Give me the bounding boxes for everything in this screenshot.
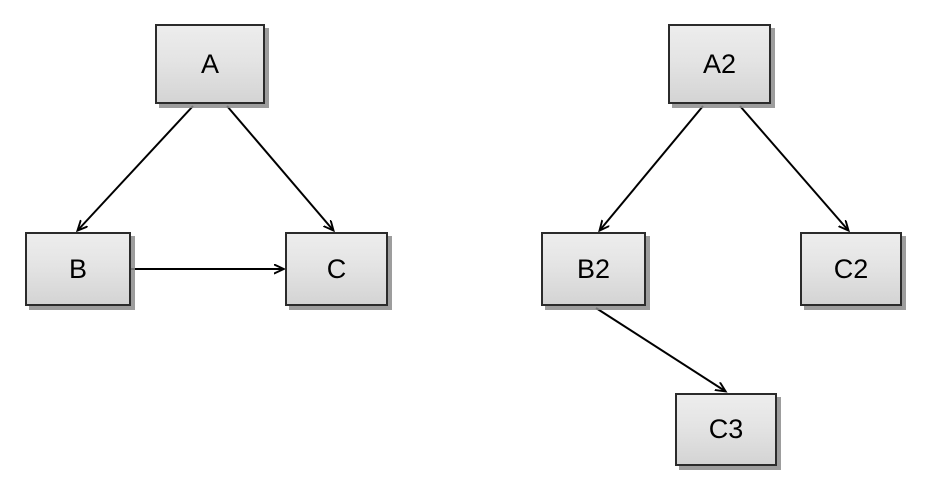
edge-a-to-b bbox=[78, 105, 194, 230]
node-label-c2: C2 bbox=[833, 253, 869, 284]
edge-a2-to-c2 bbox=[739, 105, 848, 230]
node-a2[interactable]: A2 bbox=[668, 24, 771, 104]
node-label-a: A bbox=[200, 48, 219, 79]
edge-a-to-c bbox=[226, 105, 333, 230]
node-label-b: B bbox=[68, 253, 87, 284]
node-c[interactable]: C bbox=[285, 232, 388, 306]
node-a[interactable]: A bbox=[155, 24, 265, 104]
node-b2[interactable]: B2 bbox=[541, 232, 646, 306]
edge-b2-to-c3 bbox=[595, 307, 725, 391]
node-label-b2: B2 bbox=[576, 253, 611, 284]
node-b[interactable]: B bbox=[25, 232, 131, 306]
node-label-c: C bbox=[326, 253, 347, 284]
edge-a2-to-b2 bbox=[600, 105, 704, 230]
node-label-c3: C3 bbox=[708, 414, 744, 444]
node-label-a2: A2 bbox=[702, 48, 737, 79]
node-c2[interactable]: C2 bbox=[800, 232, 902, 306]
node-c3[interactable]: C3 bbox=[675, 393, 777, 466]
